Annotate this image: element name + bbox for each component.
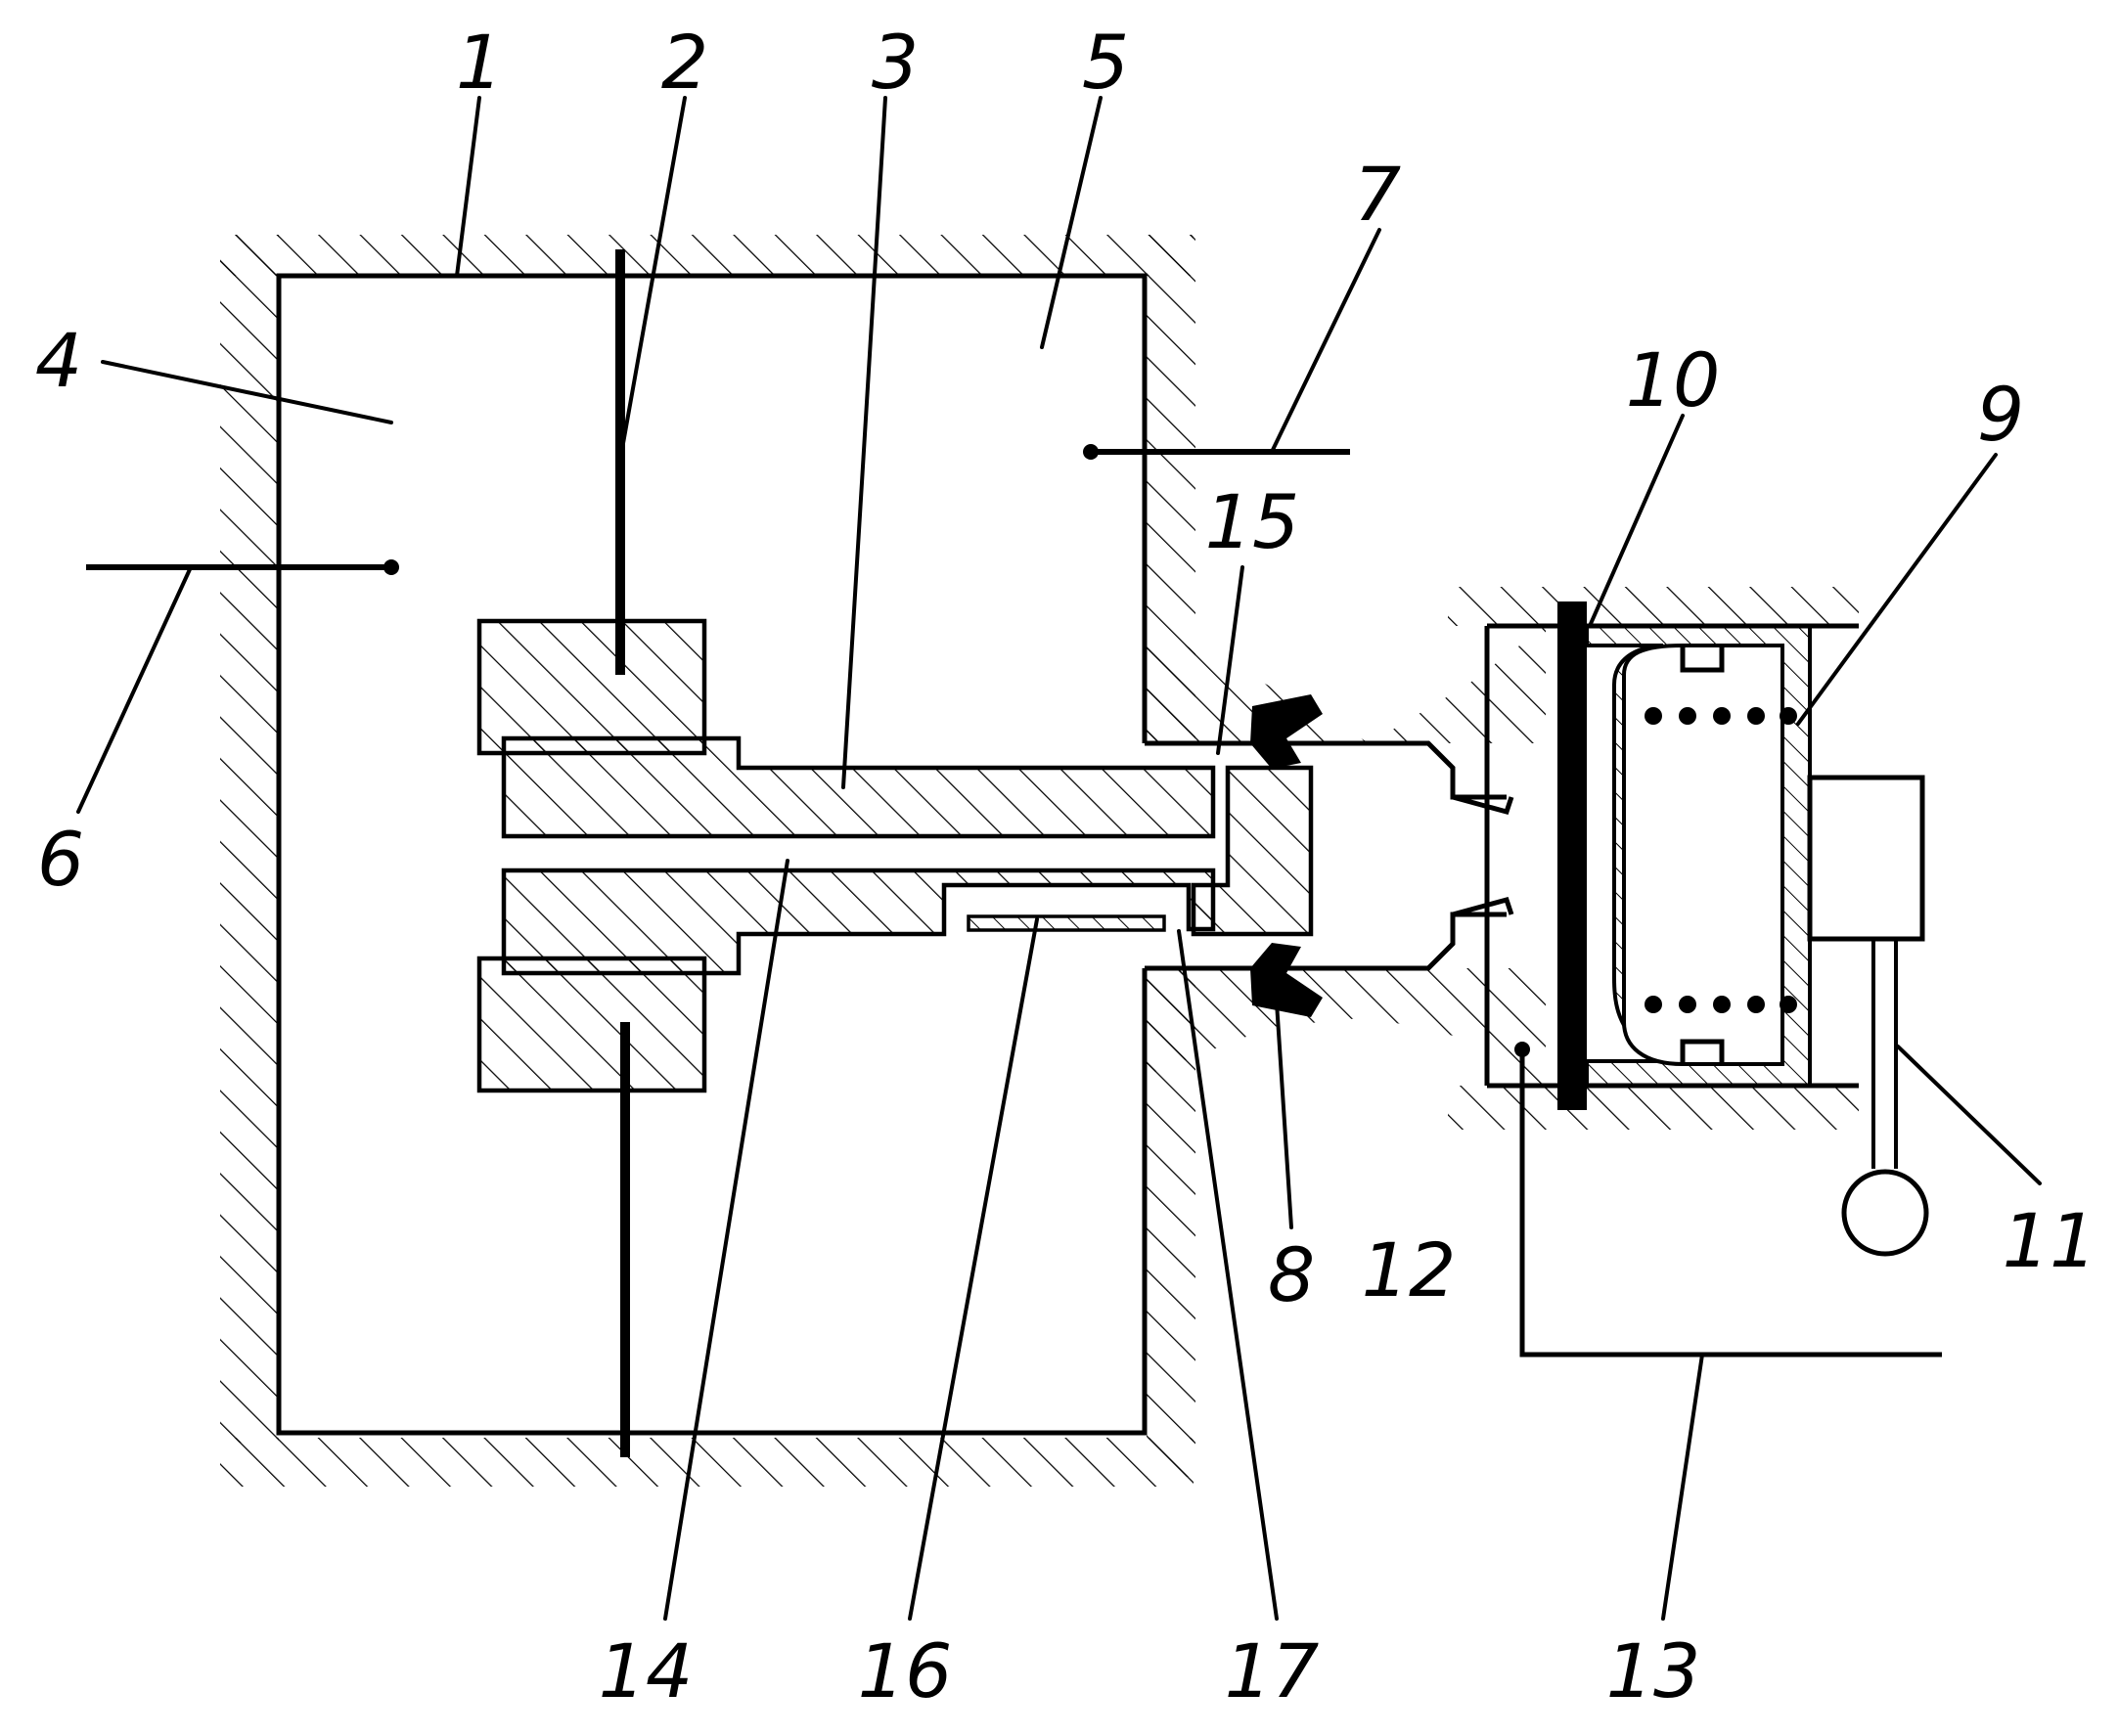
leader-13 <box>1663 1355 1702 1619</box>
label-2: 2 <box>661 19 708 106</box>
label-15: 15 <box>1205 478 1300 565</box>
label-3: 3 <box>872 19 919 106</box>
label-8: 8 <box>1268 1231 1315 1318</box>
lower-clamp-block <box>479 958 704 1091</box>
leader-6 <box>78 567 191 812</box>
label-5: 5 <box>1082 19 1129 106</box>
label-17: 17 <box>1225 1627 1320 1714</box>
leader-11 <box>1898 1046 2040 1183</box>
side-box <box>1810 778 1922 939</box>
label-12: 12 <box>1362 1226 1457 1313</box>
label-13: 13 <box>1606 1627 1701 1714</box>
inner-element <box>969 916 1164 930</box>
ball-terminal <box>1844 1172 1926 1254</box>
label-11: 11 <box>2003 1197 2097 1284</box>
label-14: 14 <box>599 1627 694 1714</box>
label-9: 9 <box>1977 371 2024 458</box>
label-16: 16 <box>858 1627 953 1714</box>
label-1: 1 <box>456 19 503 106</box>
electrode-plate <box>1557 601 1587 1110</box>
leader-7 <box>1272 230 1379 452</box>
label-7: 7 <box>1354 151 1401 238</box>
chamber-housing <box>220 235 1195 1487</box>
label-4: 4 <box>35 317 82 404</box>
label-6: 6 <box>37 816 84 903</box>
leader-8 <box>1277 1002 1291 1227</box>
label-10: 10 <box>1626 336 1721 423</box>
upper-clamp-block <box>479 621 704 753</box>
